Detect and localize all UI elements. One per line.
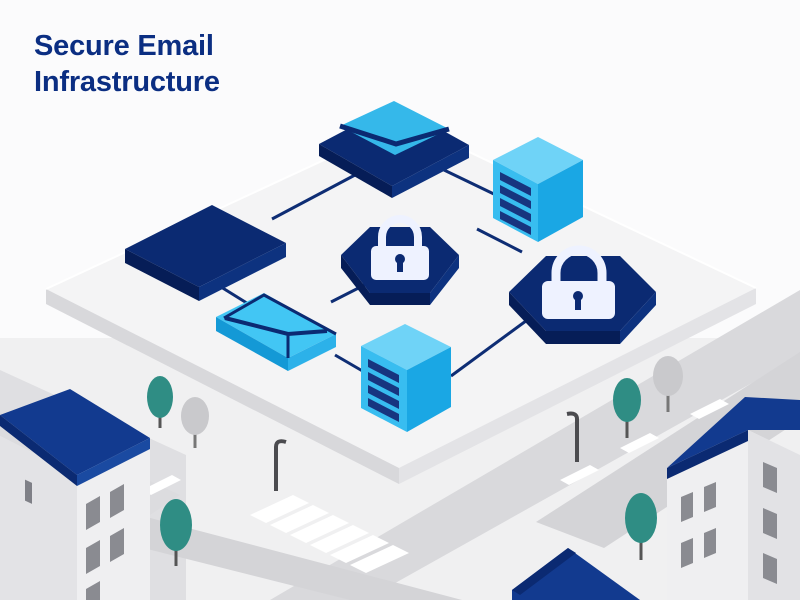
page-title: Secure Email Infrastructure <box>34 28 220 100</box>
central-lock-node <box>341 215 459 305</box>
server-rack-icon <box>500 172 531 235</box>
envelope-node-top <box>319 101 469 198</box>
tree-right-top <box>613 378 641 438</box>
envelope-node-lower <box>216 293 337 371</box>
tree-left-grey <box>181 397 209 448</box>
server-rack-icon <box>368 359 399 422</box>
tree-left-top <box>147 376 173 428</box>
crosswalk <box>250 495 409 573</box>
street-lamps <box>274 411 579 491</box>
building-left-windows <box>86 484 124 600</box>
tree-left-lower <box>160 499 192 566</box>
server-node-top-right <box>493 137 583 242</box>
building-right-windows <box>681 462 777 584</box>
right-lock-node <box>509 245 656 344</box>
building-left <box>0 389 150 600</box>
title-line-2: Infrastructure <box>34 66 220 98</box>
network-connections <box>212 168 531 382</box>
padlock-icon <box>371 215 429 280</box>
bottom-roof <box>512 548 640 600</box>
title-line-1: Secure Email <box>34 30 214 62</box>
envelope-icon <box>223 293 337 358</box>
navy-node-left <box>125 205 286 301</box>
tree-right-lower <box>625 493 657 560</box>
envelope-icon <box>339 101 450 155</box>
server-node-lower <box>361 324 451 432</box>
tree-right-grey <box>653 356 683 412</box>
building-right <box>667 397 800 600</box>
shield-icon <box>542 245 615 319</box>
